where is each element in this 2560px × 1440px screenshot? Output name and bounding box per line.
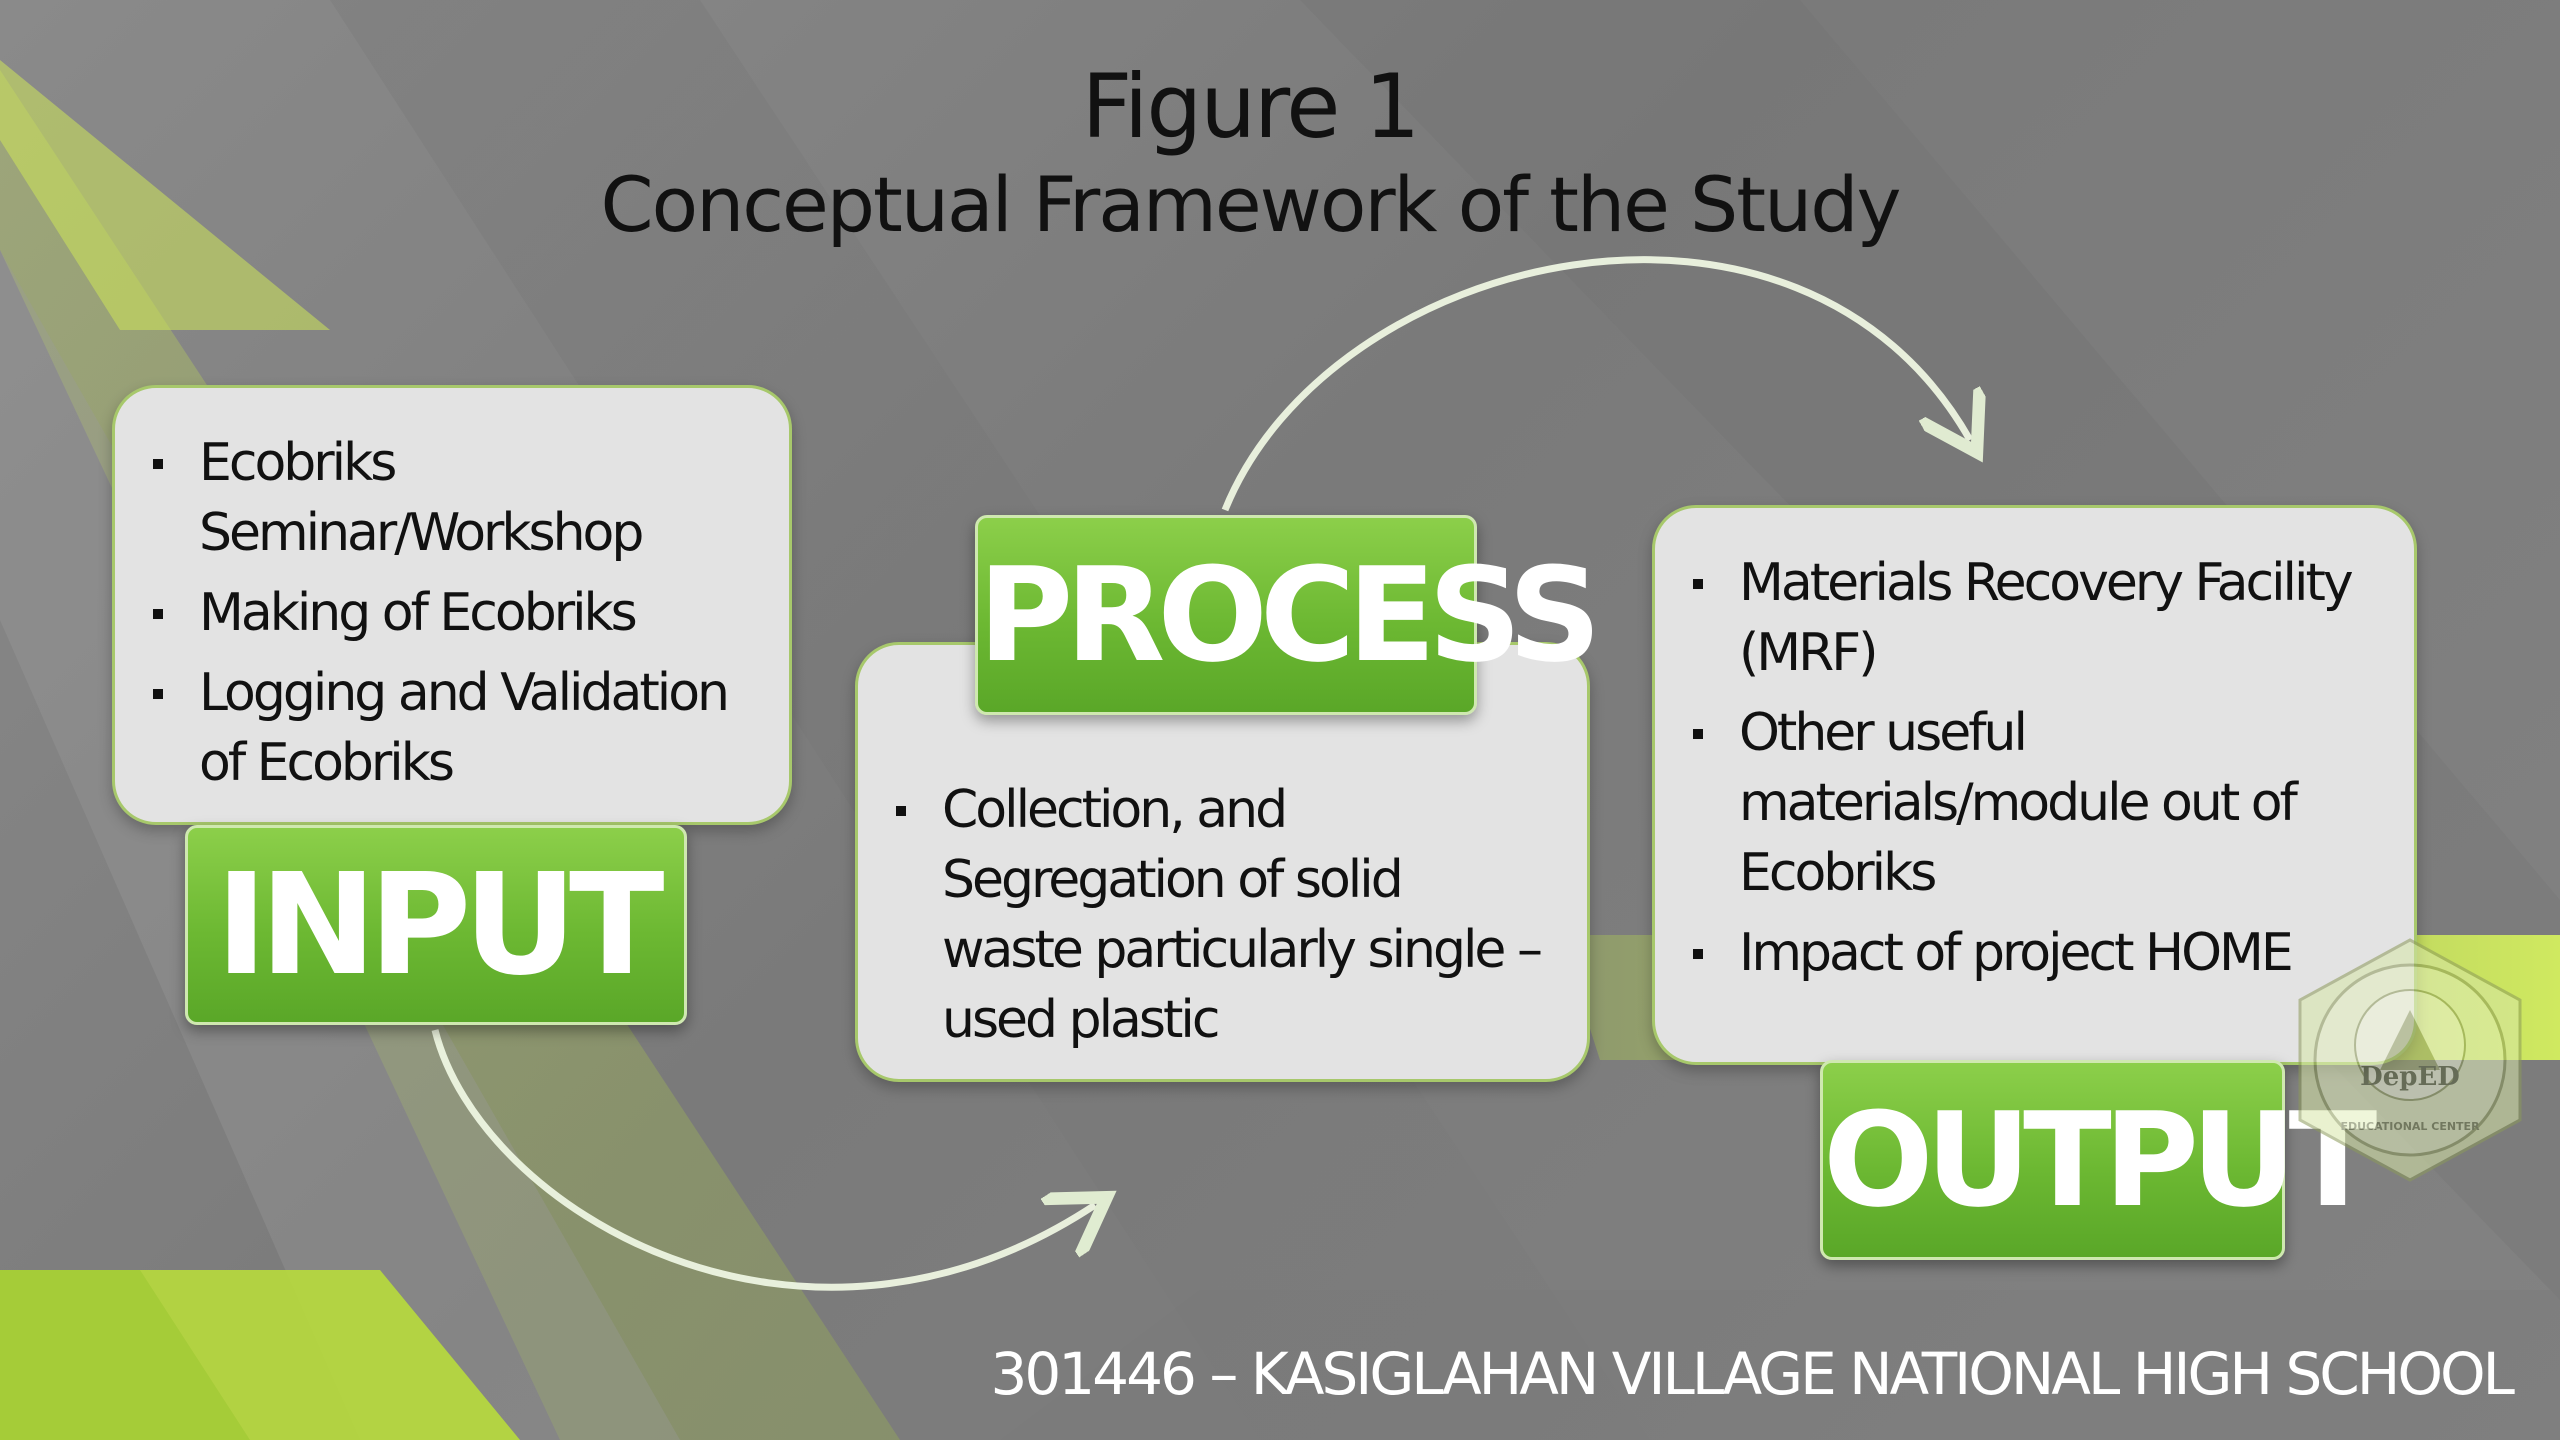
output-item: Materials Recovery Facility (MRF) xyxy=(1655,548,2374,688)
process-list: Collection, and Segregation of solid was… xyxy=(858,775,1547,1055)
output-box: Materials Recovery Facility (MRF) Other … xyxy=(1652,505,2417,1065)
output-item: Impact of project HOME xyxy=(1655,918,2374,988)
output-list: Materials Recovery Facility (MRF) Other … xyxy=(1655,548,2374,988)
input-list: Ecobriks Seminar/Workshop Making of Ecob… xyxy=(115,428,749,798)
figure-title: Figure 1 xyxy=(1081,55,1421,158)
svg-text:DepED: DepED xyxy=(2360,1062,2460,1092)
process-box: Collection, and Segregation of solid was… xyxy=(855,642,1590,1082)
input-item: Making of Ecobriks xyxy=(115,578,749,648)
input-box: Ecobriks Seminar/Workshop Making of Ecob… xyxy=(112,385,792,825)
school-footer: 301446 – KASIGLAHAN VILLAGE NATIONAL HIG… xyxy=(990,1340,2515,1408)
input-item: Logging and Validation of Ecobriks xyxy=(115,658,749,798)
process-item: Collection, and Segregation of solid was… xyxy=(858,775,1547,1055)
process-label: PROCESS xyxy=(975,515,1602,715)
output-label: OUTPUT xyxy=(1820,1060,2377,1260)
output-item: Other useful materials/module out of Eco… xyxy=(1655,698,2374,908)
input-label: INPUT xyxy=(185,825,687,1025)
figure-subtitle: Conceptual Framework of the Study xyxy=(600,160,1902,249)
input-item: Ecobriks Seminar/Workshop xyxy=(115,428,749,568)
arrow-process-to-output xyxy=(1221,256,1970,512)
arrow-input-to-process xyxy=(431,1029,1095,1291)
svg-text:EDUCATIONAL CENTER: EDUCATIONAL CENTER xyxy=(2340,1120,2480,1133)
school-seal-logo: DepED EDUCATIONAL CENTER xyxy=(2298,938,2522,1182)
